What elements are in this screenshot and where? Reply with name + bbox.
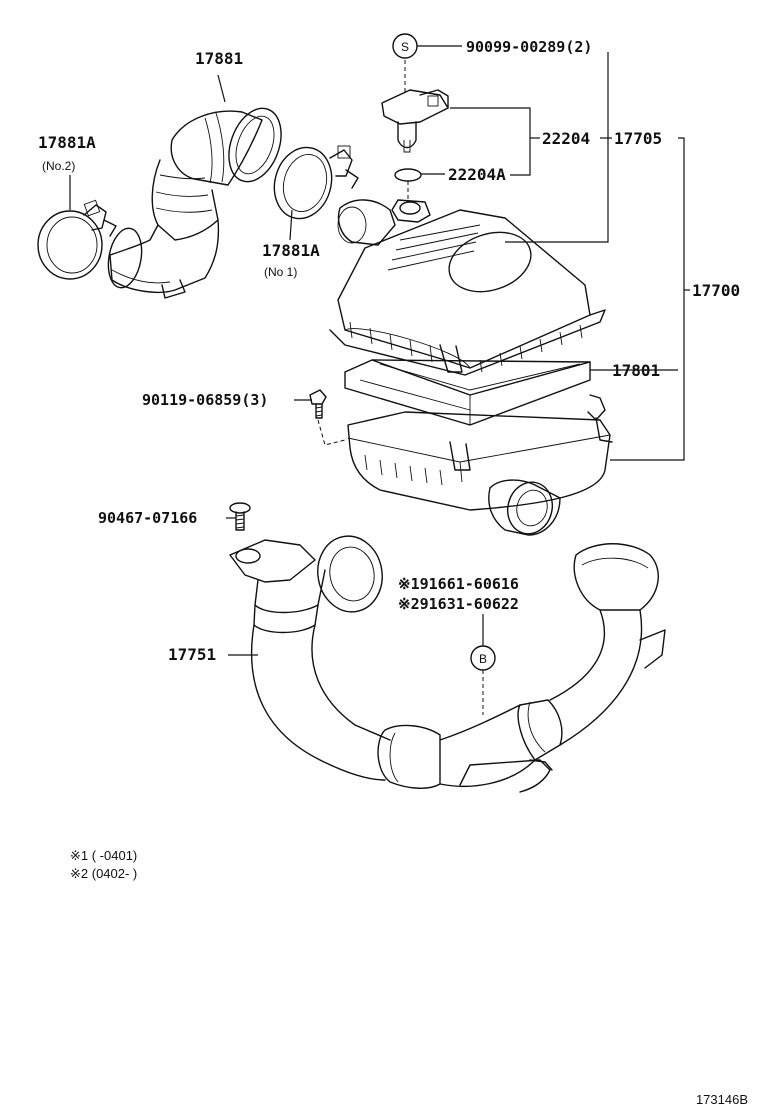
label-17881A-no1: 17881A: [262, 241, 320, 260]
callout-b-text: B: [479, 652, 487, 666]
label-191661: ※191661-60616: [398, 575, 519, 593]
callout-s: S: [392, 33, 418, 59]
note-1: ※1 ( -0401): [70, 848, 137, 863]
clamp-17881A-no2: [37, 199, 117, 280]
label-90119: 90119-06859(3): [142, 391, 268, 409]
label-291631: ※291631-60622: [398, 595, 519, 613]
diagram-id: 173146B: [696, 1092, 748, 1107]
label-17881A-no2-sub: (No.2): [42, 159, 75, 173]
bolt-90467: [229, 502, 251, 531]
inlet-duct-17751: [229, 535, 666, 793]
note-2: ※2 (0402- ): [70, 866, 137, 881]
label-17881: 17881: [195, 49, 243, 68]
air-filter-element-17801: [344, 359, 591, 426]
label-90467: 90467-07166: [98, 509, 197, 527]
callout-b: B: [470, 645, 496, 671]
callout-s-text: S: [401, 40, 409, 54]
o-ring-22204A: [394, 168, 422, 182]
label-17881A-no1-sub: (No 1): [264, 265, 297, 279]
label-17751: 17751: [168, 645, 216, 664]
label-17705: 17705: [614, 129, 662, 148]
label-22204A: 22204A: [448, 165, 506, 184]
label-17881A-no2: 17881A: [38, 133, 96, 152]
clamp-17881A-no1: [273, 145, 359, 220]
label-17801: 17801: [612, 361, 660, 380]
intake-hose-17881: [107, 107, 282, 299]
air-cleaner-cap-17705: [329, 199, 606, 376]
label-90099: 90099-00289(2): [466, 38, 592, 56]
air-cleaner-case-lower: [347, 394, 613, 536]
label-22204: 22204: [542, 129, 590, 148]
bolt-90119: [309, 389, 327, 419]
airflow-sensor-22204: [381, 89, 449, 153]
leader-lines: [69, 45, 690, 656]
label-17700: 17700: [692, 281, 740, 300]
